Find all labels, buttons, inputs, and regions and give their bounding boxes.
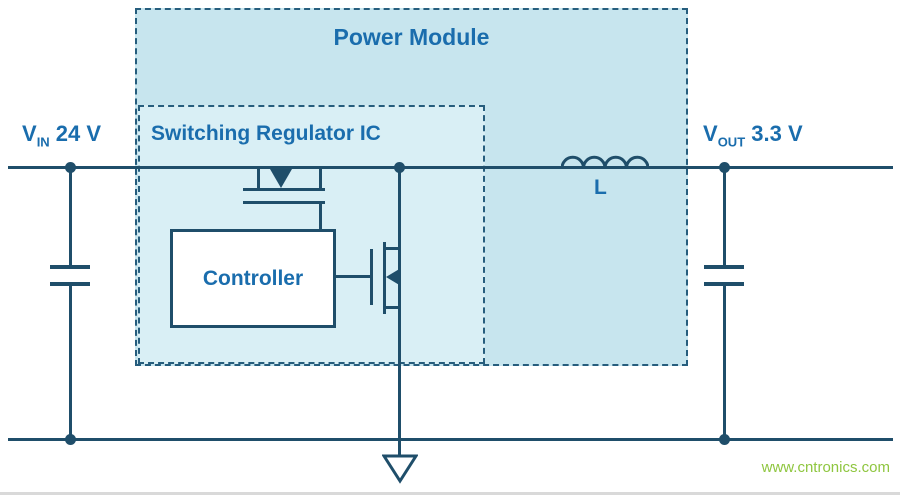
high-side-gate-wire bbox=[319, 203, 322, 231]
vout-symbol: V bbox=[703, 121, 718, 146]
junction-dot-vout-top bbox=[719, 162, 730, 173]
vout-label: VOUT 3.3 V bbox=[703, 121, 803, 149]
bottom-divider bbox=[0, 492, 900, 495]
watermark-text: www.cntronics.com bbox=[761, 459, 890, 476]
vout-subscript: OUT bbox=[717, 134, 746, 150]
high-side-gate-plate bbox=[243, 201, 325, 204]
vout-value: 3.3 V bbox=[745, 121, 803, 146]
ground-icon bbox=[382, 454, 418, 484]
low-side-channel bbox=[383, 242, 386, 314]
junction-dot-vin-bottom bbox=[65, 434, 76, 445]
high-side-arrow-icon bbox=[270, 169, 292, 188]
low-side-gate-wire bbox=[336, 275, 372, 278]
inductor-coil-icon bbox=[561, 155, 649, 169]
low-side-drain-stub bbox=[383, 247, 401, 250]
input-capacitor-top-lead bbox=[69, 166, 72, 267]
power-module-title: Power Module bbox=[333, 24, 490, 50]
output-capacitor-bottom-lead bbox=[723, 284, 726, 440]
input-capacitor-bottom-lead bbox=[69, 284, 72, 440]
controller-box: Controller bbox=[170, 229, 336, 328]
low-side-source-stub bbox=[383, 306, 401, 309]
vin-symbol: V bbox=[22, 121, 37, 146]
low-side-gate-plate bbox=[370, 249, 373, 305]
switching-regulator-label: Switching Regulator IC bbox=[151, 122, 381, 145]
low-side-arrow-icon bbox=[386, 268, 401, 286]
vin-label: VIN 24 V bbox=[22, 121, 101, 149]
output-capacitor-top-lead bbox=[723, 166, 726, 267]
vin-subscript: IN bbox=[36, 134, 50, 150]
vin-value: 24 V bbox=[49, 121, 102, 146]
output-capacitor-plate-top bbox=[704, 265, 744, 269]
controller-label: Controller bbox=[202, 266, 304, 290]
input-capacitor-plate-top bbox=[50, 265, 90, 269]
high-side-source-stub bbox=[257, 166, 260, 190]
junction-dot-vin-top bbox=[65, 162, 76, 173]
wire-bottom-rail bbox=[8, 438, 893, 441]
wire-top-rail bbox=[8, 166, 893, 169]
inductor-label: L bbox=[594, 176, 607, 199]
junction-dot-vout-bottom bbox=[719, 434, 730, 445]
high-side-channel bbox=[243, 188, 325, 191]
switch-node-wire bbox=[398, 166, 401, 456]
high-side-drain-stub bbox=[319, 166, 322, 190]
junction-dot-switch-node bbox=[394, 162, 405, 173]
